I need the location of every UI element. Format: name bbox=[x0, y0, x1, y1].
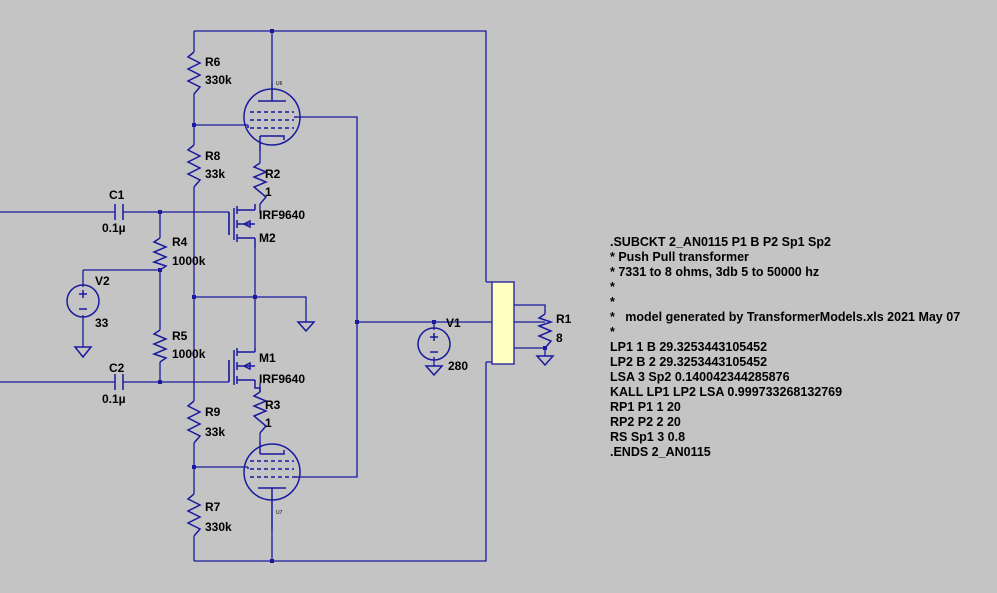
netlist-line: * model generated by TransformerModels.x… bbox=[610, 310, 960, 324]
component-labels: R6 330k R8 33k R2 1 C1 0.1µ IRF9640 M2 R… bbox=[95, 55, 572, 534]
resistor-r8 bbox=[186, 144, 202, 188]
m2-model: IRF9640 bbox=[259, 208, 305, 222]
r8-name: R8 bbox=[205, 149, 221, 163]
r1-value: 8 bbox=[556, 331, 563, 345]
ground-symbols bbox=[73, 321, 555, 377]
resistor-r1 bbox=[536, 313, 554, 349]
c2-name: C2 bbox=[109, 361, 125, 375]
c2-value: 0.1µ bbox=[102, 392, 126, 406]
m1-name: M1 bbox=[259, 351, 276, 365]
c1-name: C1 bbox=[109, 188, 125, 202]
r7-name: R7 bbox=[205, 500, 221, 514]
resistor-r7 bbox=[186, 493, 202, 537]
r9-value: 33k bbox=[205, 425, 225, 439]
netlist-line: RP1 P1 1 20 bbox=[610, 400, 681, 414]
v2-name: V2 bbox=[95, 274, 110, 288]
r2-name: R2 bbox=[265, 167, 281, 181]
r4-name: R4 bbox=[172, 235, 188, 249]
m1-model: IRF9640 bbox=[259, 372, 305, 386]
r2-value: 1 bbox=[265, 185, 272, 199]
r6-value: 330k bbox=[205, 73, 232, 87]
r1-name: R1 bbox=[556, 312, 572, 326]
resistor-r9 bbox=[186, 400, 202, 444]
netlist-line: * Push Pull transformer bbox=[610, 250, 749, 264]
resistor-r3 bbox=[252, 391, 268, 434]
mosfet-m2 bbox=[228, 204, 256, 248]
r3-value: 1 bbox=[265, 416, 272, 430]
ground-icon bbox=[73, 346, 93, 359]
r4-value: 1000k bbox=[172, 254, 206, 268]
m2-name: M2 bbox=[259, 231, 276, 245]
netlist-line: .ENDS 2_AN0115 bbox=[610, 445, 711, 459]
v2-value: 33 bbox=[95, 316, 109, 330]
u7-name: U7 bbox=[276, 510, 283, 516]
netlist-line: LP1 1 B 29.3253443105452 bbox=[610, 340, 767, 354]
netlist-line: LSA 3 Sp2 0.140042344285876 bbox=[610, 370, 790, 384]
ground-icon bbox=[424, 365, 444, 377]
netlist-line: RP2 P2 2 20 bbox=[610, 415, 681, 429]
r5-name: R5 bbox=[172, 329, 188, 343]
r6-name: R6 bbox=[205, 55, 221, 69]
mosfet-m1 bbox=[228, 348, 261, 392]
source-v1 bbox=[417, 327, 451, 361]
netlist-line: * bbox=[610, 325, 615, 339]
voltage-sources bbox=[66, 284, 451, 361]
netlist-line: .SUBCKT 2_AN0115 P1 B P2 Sp1 Sp2 bbox=[610, 235, 831, 249]
r7-value: 330k bbox=[205, 520, 232, 534]
netlist-line: * bbox=[610, 280, 615, 294]
r8-value: 33k bbox=[205, 167, 225, 181]
r3-name: R3 bbox=[265, 398, 281, 412]
r9-name: R9 bbox=[205, 405, 221, 419]
wires bbox=[0, 30, 546, 562]
resistor-r5 bbox=[151, 329, 168, 363]
resistor-r6 bbox=[186, 51, 202, 95]
v1-name: V1 bbox=[446, 316, 461, 330]
ground-icon bbox=[296, 321, 316, 333]
netlist-line: RS Sp1 3 0.8 bbox=[610, 430, 685, 444]
netlist-line: KALL LP1 LP2 LSA 0.999733268132769 bbox=[610, 385, 842, 399]
resistors bbox=[151, 51, 554, 537]
netlist-line: LP2 B 2 29.3253443105452 bbox=[610, 355, 767, 369]
r5-value: 1000k bbox=[172, 347, 206, 361]
capacitors bbox=[114, 204, 124, 390]
tube-u6 bbox=[243, 83, 301, 151]
u6-name: U6 bbox=[276, 81, 283, 87]
resistor-r2 bbox=[252, 162, 268, 205]
ground-icon bbox=[535, 355, 555, 367]
c1-value: 0.1µ bbox=[102, 221, 126, 235]
source-v2 bbox=[66, 284, 100, 318]
v1-value: 280 bbox=[448, 359, 468, 373]
netlist-line: * bbox=[610, 295, 615, 309]
capacitor-c2 bbox=[114, 374, 124, 390]
resistor-r4 bbox=[151, 237, 168, 271]
netlist-line: * 7331 to 8 ohms, 3db 5 to 50000 hz bbox=[610, 265, 819, 279]
capacitor-c1 bbox=[114, 204, 124, 220]
transformer bbox=[486, 281, 515, 365]
netlist-text: .SUBCKT 2_AN0115 P1 B P2 Sp1 Sp2* Push P… bbox=[610, 235, 960, 459]
junctions bbox=[158, 29, 547, 563]
tube-u7 bbox=[243, 441, 301, 530]
